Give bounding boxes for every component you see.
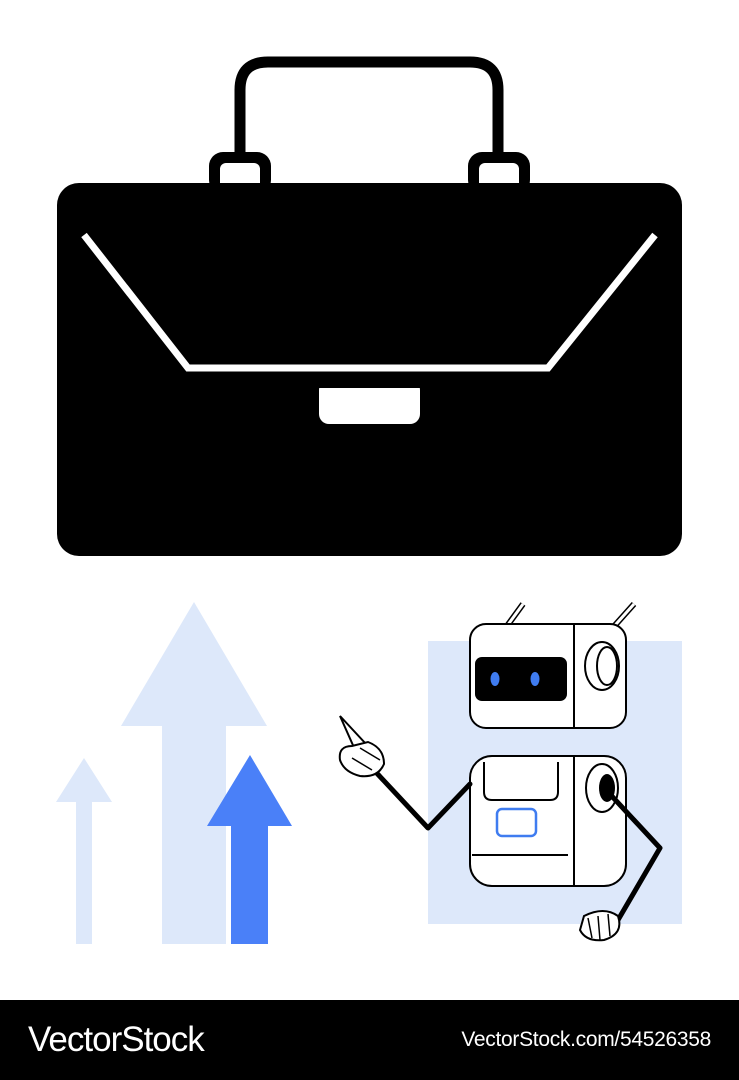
robot-arm-lowered: [578, 789, 663, 942]
robot-body: [469, 755, 627, 887]
robot-chest-panel: [495, 807, 538, 838]
briefcase-latch: [319, 380, 420, 424]
growth-arrows-icon: [56, 602, 292, 944]
footer-brand-name: VectorStock: [28, 1020, 205, 1059]
briefcase-flap-line: [81, 232, 658, 372]
robot-eye-left: [490, 672, 500, 686]
robot-head: [469, 623, 627, 729]
robot-visor: [475, 657, 567, 701]
footer-image-url: VectorStock.com/54526358: [461, 1028, 711, 1051]
robot-icon: [338, 601, 682, 942]
robot-eye-right: [530, 672, 540, 686]
arrow-small-pale: [56, 758, 112, 944]
briefcase-handle: [234, 56, 504, 165]
arrow-blue: [207, 755, 292, 944]
arrow-large-pale: [121, 602, 267, 944]
briefcase-icon: [57, 56, 682, 556]
robot-arm-pointing: [338, 715, 473, 831]
stock-illustration: [56, 56, 682, 944]
watermark-footer: VectorStock VectorStock.com/54526358: [0, 1000, 739, 1080]
